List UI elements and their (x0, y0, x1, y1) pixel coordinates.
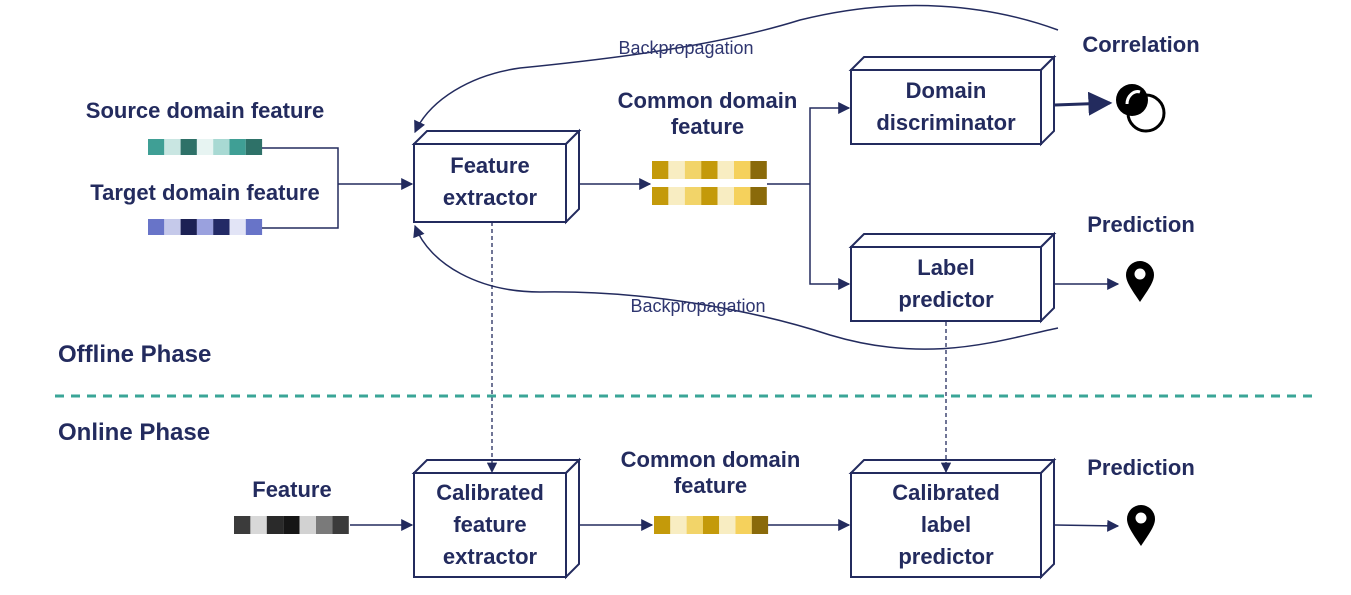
backprop-bottom-arrow (413, 224, 1059, 350)
online-feature-strip (234, 516, 349, 534)
branch-to-predictor-arrow (809, 184, 851, 290)
target-strip-cell (213, 219, 230, 235)
backpropagation-bottom-label: Backpropagation (630, 296, 766, 316)
calibrated-feature-extractor-label: Calibrated feature extractor (436, 480, 544, 569)
backprop-top-arrow (414, 4, 1059, 134)
online-common-strip-cell (702, 516, 720, 534)
online-common-strip-cell (670, 516, 687, 534)
common-domain-feature-strip-2 (652, 187, 767, 205)
online-common-strip-cell (719, 516, 736, 534)
target-strip-cell (229, 219, 246, 235)
online-location-pin-icon (1127, 505, 1155, 546)
target-strip-cell (164, 219, 181, 235)
calibrated-predictor-to-prediction-arrow (1054, 519, 1120, 532)
common-strip-1-cell (717, 161, 734, 179)
offline-phase-label: Offline Phase (58, 341, 212, 368)
discriminator-to-correlation-arrow (1054, 91, 1113, 116)
calibrated-label-predictor-box (848, 457, 1057, 580)
source-strip-cell (164, 139, 181, 155)
target-connector (262, 184, 339, 229)
common-strip-2-cell (717, 187, 734, 205)
online-common-strip-cell (686, 516, 703, 534)
common-domain-feature-strip-1 (652, 161, 767, 179)
online-common-strip-cell (751, 516, 769, 534)
common-strip-1-cell (734, 161, 751, 179)
common-strip-1-cell (701, 161, 718, 179)
source-strip-cell (148, 139, 165, 155)
online-prediction-label: Prediction (1087, 455, 1195, 480)
feature-extractor-box (411, 128, 582, 225)
prediction-label: Prediction (1087, 212, 1195, 237)
domain-discriminator-box (848, 54, 1057, 147)
source-strip-cell (180, 139, 197, 155)
common-strip-2-cell (701, 187, 718, 205)
target-domain-feature-label: Target domain feature (90, 180, 320, 205)
source-domain-feature-label: Source domain feature (85, 98, 325, 123)
common-strip-2-cell (750, 187, 767, 205)
feature-strip-cell (266, 516, 284, 534)
common-strip-2-cell (734, 187, 751, 205)
correlation-label: Correlation (1082, 32, 1200, 57)
target-strip-cell (180, 219, 197, 235)
feature-strip-cell (283, 516, 300, 534)
backpropagation-top-label: Backpropagation (618, 38, 754, 58)
common-strip-1-cell (652, 161, 669, 179)
correlation-icon (1116, 84, 1166, 133)
source-strip-cell (229, 139, 246, 155)
target-strip-cell (245, 219, 263, 235)
source-strip-cell (213, 139, 230, 155)
target-strip-cell (148, 219, 165, 235)
common-strip-2-cell (684, 187, 702, 205)
online-common-strip-cell (735, 516, 752, 534)
source-strip-cell (196, 139, 214, 155)
online-common-domain-feature-strip (654, 516, 769, 534)
source-strip-cell (245, 139, 263, 155)
common-strip-1-cell (684, 161, 702, 179)
feature-strip-cell (299, 516, 316, 534)
location-pin-icon (1126, 261, 1154, 302)
online-phase-label: Online Phase (58, 419, 211, 446)
calibrated-label-predictor-label: Calibrated label predictor (892, 480, 1000, 569)
feature-strip-cell (316, 516, 333, 534)
common-strip-2-cell (652, 187, 669, 205)
branch-to-discriminator-arrow (809, 102, 851, 184)
common-strip-1-cell (750, 161, 767, 179)
calibrated-feature-extractor-box (411, 457, 582, 580)
source-connector (262, 147, 339, 184)
label-predictor-box (848, 231, 1057, 324)
online-common-domain-feature-label: Common domain feature (620, 447, 801, 499)
target-domain-feature-strip (148, 219, 263, 235)
feature-label: Feature (252, 477, 332, 502)
target-strip-cell (196, 219, 214, 235)
common-strip-2-cell (668, 187, 685, 205)
common-strip-1-cell (668, 161, 685, 179)
source-domain-feature-strip (148, 139, 263, 155)
feature-strip-cell (250, 516, 267, 534)
common-domain-feature-label: Common domain feature (617, 88, 798, 140)
online-common-strip-cell (654, 516, 671, 534)
feature-strip-cell (234, 516, 251, 534)
feature-strip-cell (332, 516, 349, 534)
